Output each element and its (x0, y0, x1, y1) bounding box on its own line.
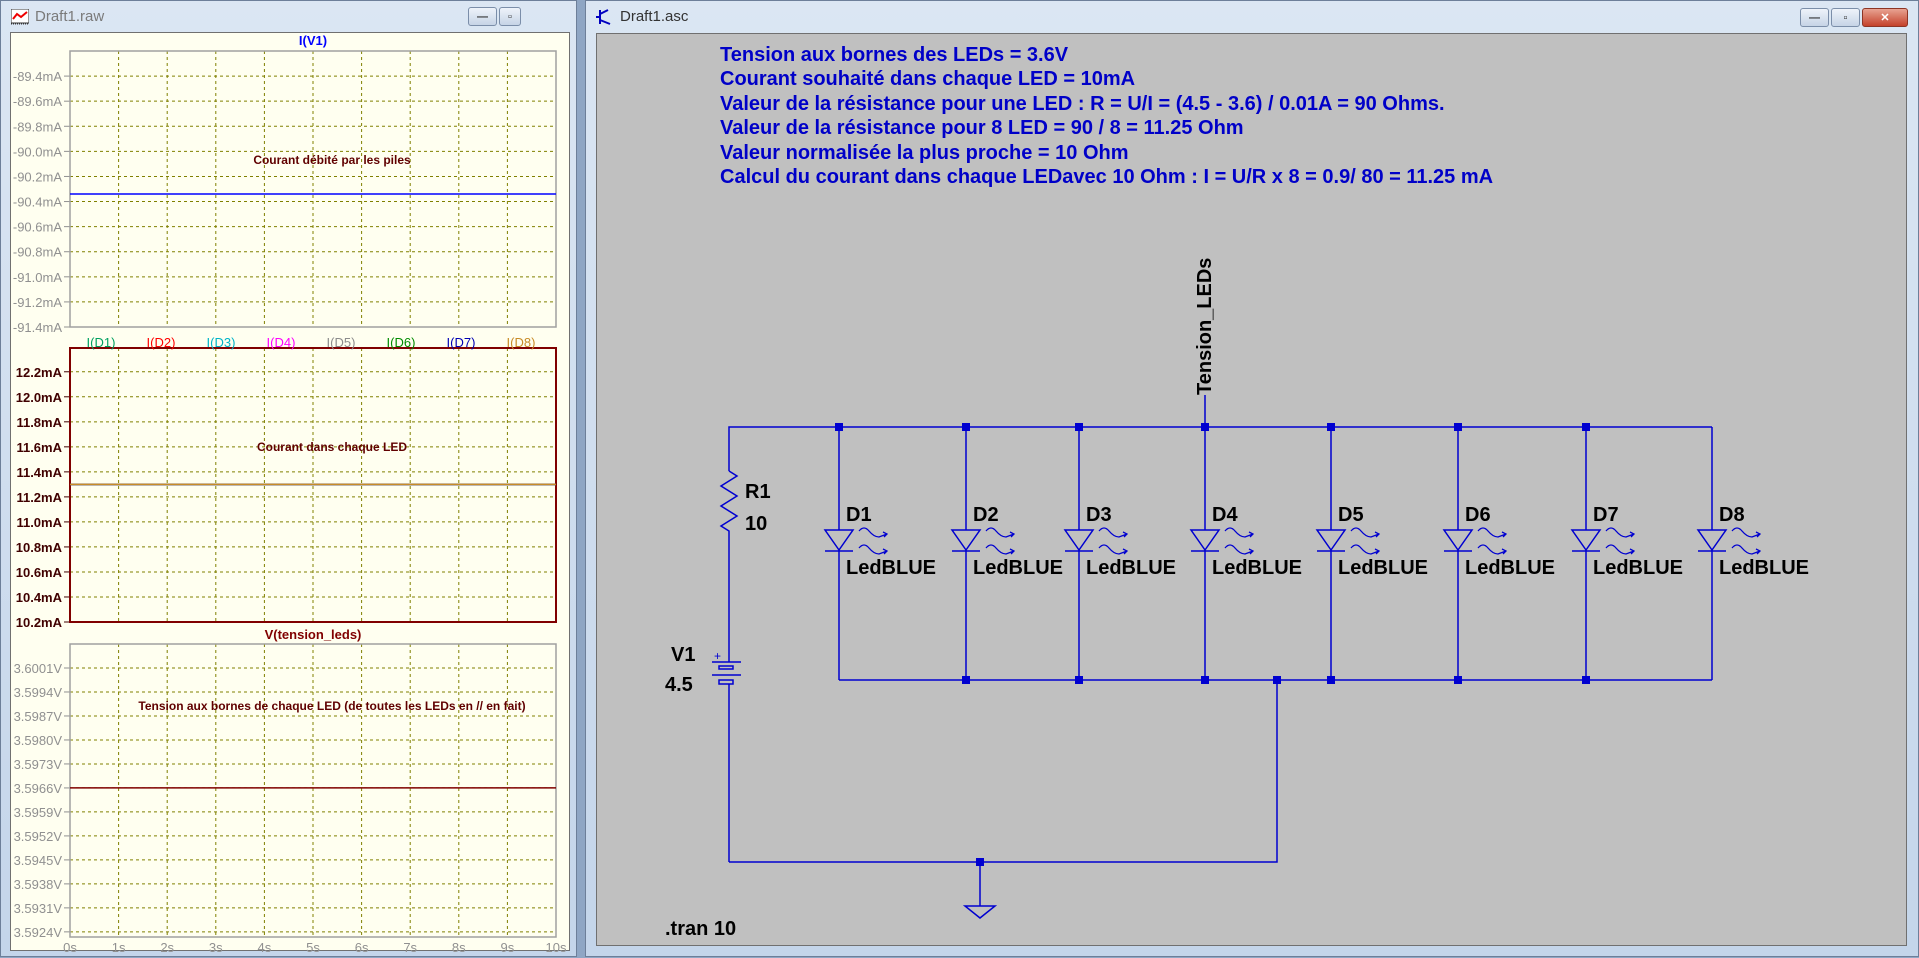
y-tick-label: 11.8mA (16, 415, 62, 430)
legend-entry[interactable]: I(D3) (207, 335, 236, 350)
plot-pane-2[interactable]: 12.2mA 12.0mA 11.8mA 11.6mA 11.4mA 11.2mA 11.0… (16, 335, 557, 630)
legend-entry[interactable]: I(D7) (447, 335, 476, 350)
x-tick-label: 9s (501, 940, 515, 955)
x-tick-label: 7s (403, 940, 417, 955)
schematic-titlebar[interactable]: Draft1.asc — ▫ ✕ (586, 1, 1918, 32)
y-tick-label: 3.5994V (14, 685, 63, 700)
x-tick-label: 6s (355, 940, 369, 955)
y-tick-label: 3.5980V (14, 733, 63, 748)
plot-pane-1[interactable]: -89.4mA -89.6mA -89.8mA -90.0mA -90.2mA -90.4… (13, 33, 557, 335)
plot-frame (69, 50, 557, 328)
plot-frame (69, 643, 557, 938)
close-button[interactable]: ✕ (1862, 8, 1908, 27)
y-tick-label: 12.0mA (16, 390, 63, 405)
y-tick-label: 10.6mA (16, 565, 63, 580)
schematic-window-title: Draft1.asc (620, 8, 689, 25)
y-tick-label: 11.2mA (16, 490, 62, 505)
legend-entry[interactable]: I(D6) (387, 335, 416, 350)
y-tick-label: -89.8mA (13, 119, 62, 134)
y-tick-label: 3.5973V (14, 757, 63, 772)
x-tick-label: 8s (452, 940, 466, 955)
maximize-button[interactable]: ▫ (1831, 8, 1860, 27)
schematic-app-icon (596, 9, 611, 25)
waveform-minimize-button[interactable]: — (468, 7, 497, 26)
y-tick-label: 3.5931V (14, 901, 63, 916)
x-tick-label: 10s (546, 940, 567, 955)
waveform-plots[interactable]: -89.4mA -89.6mA -89.8mA -90.0mA -90.2mA -90.4… (1, 1, 578, 958)
y-tick-label: -91.0mA (13, 270, 62, 285)
y-tick-label: 11.0mA (16, 515, 62, 530)
y-tick-label: 3.5987V (14, 709, 63, 724)
legend-entry[interactable]: I(D2) (147, 335, 176, 350)
y-tick-label: 3.5959V (14, 805, 63, 820)
y-tick-label: 3.5966V (14, 781, 63, 796)
y-tick-label: 10.2mA (16, 615, 63, 630)
plot-annotation[interactable]: Courant dans chaque LED (257, 440, 407, 454)
plot-pane-3[interactable]: 3.6001V 3.5994V 3.5987V 3.5980V 3.5973V 3.596… (14, 627, 567, 955)
x-tick-label: 1s (112, 940, 126, 955)
y-tick-label: -90.4mA (13, 195, 62, 210)
y-tick-label: -90.6mA (13, 220, 62, 235)
y-tick-label: 3.5938V (14, 877, 63, 892)
y-tick-label: 3.5924V (14, 925, 63, 940)
y-tick-label: 3.5945V (14, 853, 63, 868)
y-tick-label: -90.0mA (13, 144, 62, 159)
y-tick-label: 10.4mA (16, 590, 63, 605)
y-tick-label: 10.8mA (16, 540, 63, 555)
y-tick-label: -90.8mA (13, 245, 62, 260)
schematic-canvas[interactable] (596, 33, 1907, 946)
y-tick-label: 12.2mA (16, 365, 63, 380)
waveform-window-title: Draft1.raw (35, 8, 105, 25)
waveform-window-buttons: — ▫ (468, 7, 1909, 26)
plot-title[interactable]: V(tension_leds) (265, 627, 362, 642)
waveform-window: Draft1.raw -89.4mA-89.6mA-89.8mA-90.0mA-… (0, 0, 577, 957)
y-tick-label: 3.5952V (14, 829, 63, 844)
legend-entry[interactable]: I(D5) (327, 335, 356, 350)
x-tick-label: 4s (258, 940, 272, 955)
y-tick-label: 11.6mA (16, 440, 62, 455)
x-tick-label: 3s (209, 940, 223, 955)
plot-annotation[interactable]: Tension aux bornes de chaque LED (de tou… (138, 699, 525, 713)
x-tick-label: 2s (160, 940, 174, 955)
plot-annotation[interactable]: Courant débité par les piles (253, 153, 411, 167)
y-tick-label: -89.6mA (13, 94, 62, 109)
legend-entry[interactable]: I(D1) (87, 335, 116, 350)
y-tick-label: -89.4mA (13, 69, 62, 84)
y-tick-label: 11.4mA (16, 465, 62, 480)
y-tick-label: 3.6001V (14, 661, 63, 676)
waveform-app-icon (11, 9, 29, 25)
minimize-button[interactable]: — (1800, 8, 1829, 27)
waveform-plot-area[interactable] (10, 32, 570, 951)
legend-entry[interactable]: I(D4) (267, 335, 296, 350)
x-tick-label: 5s (306, 940, 320, 955)
y-tick-label: -90.2mA (13, 169, 62, 184)
y-tick-label: -91.2mA (13, 295, 62, 310)
plot-title[interactable]: I(V1) (299, 33, 327, 48)
legend-entry[interactable]: I(D8) (507, 335, 536, 350)
x-tick-label: 0s (63, 940, 77, 955)
waveform-titlebar[interactable]: Draft1.raw (1, 1, 576, 32)
waveform-maximize-button[interactable]: ▫ (499, 7, 521, 26)
schematic-window: Draft1.asc — ▫ ✕ (585, 0, 1919, 957)
y-tick-label: -91.4mA (13, 320, 62, 335)
